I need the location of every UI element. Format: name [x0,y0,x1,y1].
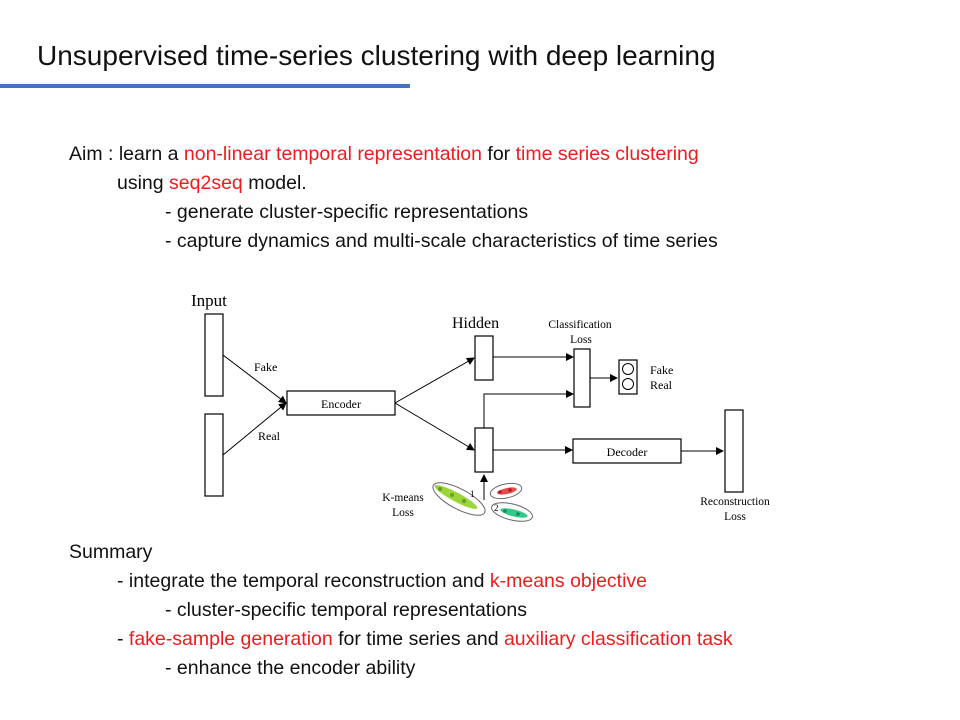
classification-loss-line1: Classification [548,319,611,331]
aim-line2-prefix: using [117,172,170,194]
real-label: Real [258,429,281,443]
output-fake-label: Fake [650,363,673,377]
arrow-hidden-bottom-to-classifier [483,390,574,428]
input-fake-bar [204,313,224,397]
slide-title: Unsupervised time-series clustering with… [37,40,716,71]
decoder-label: Decoder [607,445,648,459]
aim-highlight-clustering: time series clustering [515,143,699,165]
cluster-red-ellipse [489,482,523,500]
summary-item-1-sub: - cluster-specific temporal representati… [165,599,527,621]
hidden-label: Hidden [452,315,499,332]
aim-prefix: Aim : learn a [69,143,184,165]
arrow-real-to-encoder [222,402,287,456]
input-label: Input [191,291,227,310]
title-underline [0,84,410,88]
aim-line-1: Aim : learn a non-linear temporal repres… [69,142,699,166]
hidden-top-bar [474,335,494,381]
summary-item2-mid: for time series and [332,628,504,650]
reconstruction-loss-line1: Reconstruction [700,496,770,508]
summary-highlight-fake-sample: fake-sample generation [128,628,333,650]
arrow-encoder-to-hidden-bottom [394,402,475,451]
aim-mid: for [481,143,516,165]
output-real-label: Real [650,378,673,392]
kmeans-loss-line2: Loss [392,507,414,519]
cluster-2-ellipse [491,502,533,522]
aim-line2-suffix: model. [242,172,307,194]
fake-label: Fake [254,360,277,374]
reconstruction-loss-line2: Loss [724,511,746,523]
hidden-bottom-bar [474,427,494,473]
kmeans-loss-line1: K-means [382,492,424,504]
aim-highlight-seq2seq: seq2seq [169,172,243,194]
summary-item1-prefix: - integrate the temporal reconstruction … [117,570,490,592]
aim-highlight-representation: non-linear temporal representation [183,143,482,165]
cluster-1-label: 1 [470,489,475,499]
summary-highlight-auxiliary: auxiliary classification task [503,628,733,650]
arrow-fake-to-encoder [222,354,287,404]
summary-item2-prefix: - [117,628,129,650]
output-fake-node [622,363,634,375]
summary-heading: Summary [69,541,153,563]
summary-item-2: - fake-sample generation for time series… [117,627,733,651]
reconstruction-bar [724,409,744,493]
summary-item-2-sub: - enhance the encoder ability [165,657,416,679]
classifier-bar [573,348,591,408]
cluster-1-ellipse [432,482,486,516]
aim-bullet-1: - generate cluster-specific representati… [165,201,529,223]
input-real-bar [204,413,224,497]
aim-line-2: using seq2seq model. [117,171,307,195]
arrow-encoder-to-hidden-top [394,357,475,404]
aim-bullet-2: - capture dynamics and multi-scale chara… [165,230,718,252]
summary-item-1: - integrate the temporal reconstruction … [117,569,647,593]
output-real-node [622,378,634,390]
decoder-box [572,438,682,464]
classification-loss-line2: Loss [570,334,592,346]
summary-highlight-kmeans: k-means objective [489,570,648,592]
cluster-2-label: 2 [494,503,499,513]
encoder-label: Encoder [321,397,361,411]
